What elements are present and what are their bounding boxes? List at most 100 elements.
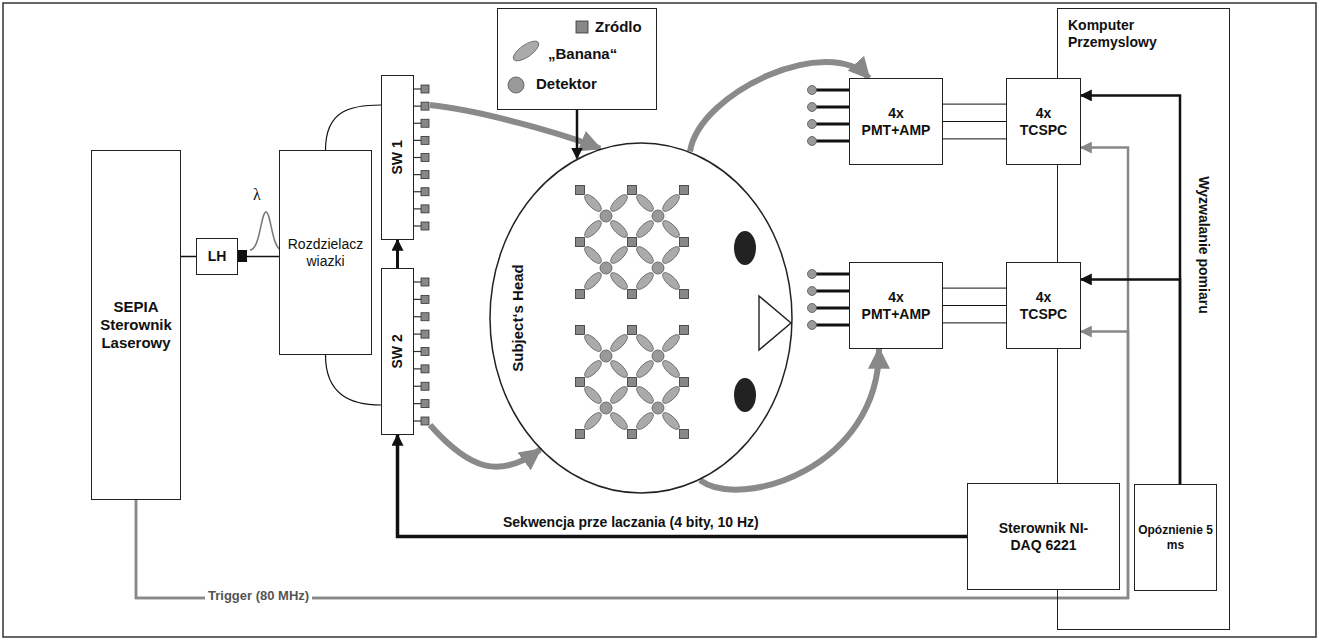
banana-path (582, 384, 604, 406)
source-optode (628, 430, 637, 439)
switch-output-port (421, 85, 429, 93)
connector-arrow (326, 355, 382, 405)
switch-pin-lead (414, 88, 421, 89)
source-optode (576, 290, 585, 299)
connector-arrow (136, 332, 1128, 598)
banana-path (582, 192, 604, 214)
optical-switch-box: SW 1 (381, 75, 414, 240)
pmt-amplifier-box: 4x PMT+AMP (849, 262, 943, 349)
switch-output-port (421, 295, 429, 303)
connector-arrow (1081, 279, 1180, 484)
source-optode (680, 186, 689, 195)
detection-fiber (816, 290, 849, 293)
connector-arrow (326, 105, 382, 150)
detection-fiber (816, 307, 849, 310)
source-optode (628, 378, 637, 387)
fiber-end (808, 321, 817, 330)
switch-output-port (421, 154, 429, 162)
connector-arrow (430, 425, 540, 467)
detector-symbol (508, 77, 524, 93)
detector-optode (600, 210, 612, 222)
switch-output-port (421, 400, 429, 408)
banana-path (582, 332, 604, 354)
connector-arrow (700, 349, 879, 490)
source-symbol (576, 21, 588, 33)
switch-pin-lead (414, 191, 421, 192)
banana-path (660, 192, 682, 214)
switch-pin-lead (414, 140, 421, 141)
nose (759, 296, 791, 350)
source-optode (680, 238, 689, 247)
banana-path (660, 384, 682, 406)
banana-path (608, 192, 630, 214)
source-optode (576, 378, 585, 387)
node-label: Rozdzielacz wiazki (280, 236, 371, 270)
optical-switch-box: SW 2 (381, 268, 414, 435)
fiber-end (808, 270, 817, 279)
legend-box: Zródlo„Banana“Detektor (497, 8, 657, 110)
daq-controller-box: Sterownik NI-DAQ 6221 (967, 483, 1120, 590)
switch-output-port (421, 330, 429, 338)
switch-output-port (421, 382, 429, 390)
banana-path (608, 218, 630, 240)
laser-head-box: LH (196, 238, 238, 275)
connector-arrow (136, 148, 1128, 598)
switch-output-port (421, 278, 429, 286)
switch-output-port (421, 136, 429, 144)
banana-path (660, 218, 682, 240)
switch-pin-lead (414, 403, 421, 404)
beam-splitter-box: Rozdzielacz wiazki (279, 150, 372, 355)
banana-path (660, 358, 682, 380)
banana-path (608, 270, 630, 292)
fiber-end (808, 120, 817, 129)
banana-path (634, 192, 656, 214)
detector-optode (600, 350, 612, 362)
source-optode (576, 430, 585, 439)
switch-pin-lead (414, 123, 421, 124)
detection-fiber (816, 140, 849, 143)
switch-pin-lead (414, 225, 421, 226)
switch-pin-lead (414, 351, 421, 352)
connector-arrow (943, 104, 1006, 139)
node-label: Komputer Przemyslowy (1068, 17, 1178, 51)
switch-output-port (421, 188, 429, 196)
detection-fiber (816, 324, 849, 327)
banana-path (608, 244, 630, 266)
connector-arrow (690, 62, 869, 151)
connector-arrow (181, 256, 196, 258)
fiber-end (808, 103, 817, 112)
node-label: 4x TCSPC (1016, 289, 1072, 323)
source-optode (680, 326, 689, 335)
source-optode (576, 186, 585, 195)
banana-path (660, 410, 682, 432)
banana-path (634, 332, 656, 354)
detector-optode (600, 262, 612, 274)
connector-arrow (430, 105, 600, 149)
detection-fiber (816, 89, 849, 92)
tcspc-box: 4x TCSPC (1006, 262, 1081, 349)
banana-path (582, 410, 604, 432)
switch-output-port (421, 365, 429, 373)
switch-pin-lead (414, 420, 421, 421)
connector-arrow (247, 256, 279, 258)
detection-fiber (816, 123, 849, 126)
laser-pulse (250, 212, 282, 250)
eye (734, 378, 756, 412)
pmt-amplifier-box: 4x PMT+AMP (849, 78, 943, 165)
detector-optode (652, 350, 664, 362)
switch-pin-lead (414, 316, 421, 317)
banana-symbol (510, 37, 541, 64)
banana-path (582, 218, 604, 240)
detector-optode (652, 262, 664, 274)
banana-path (608, 332, 630, 354)
banana-path (660, 332, 682, 354)
node-label: SW 2 (389, 334, 406, 368)
signal-label: Sekwencja prze laczania (4 bity, 10 Hz) (500, 514, 762, 530)
source-optode (628, 238, 637, 247)
node-label: „Banana“ (548, 45, 617, 63)
connector-arrow (396, 240, 399, 268)
head-circle (489, 142, 793, 494)
detector-optode (652, 402, 664, 414)
switch-output-port (421, 313, 429, 321)
